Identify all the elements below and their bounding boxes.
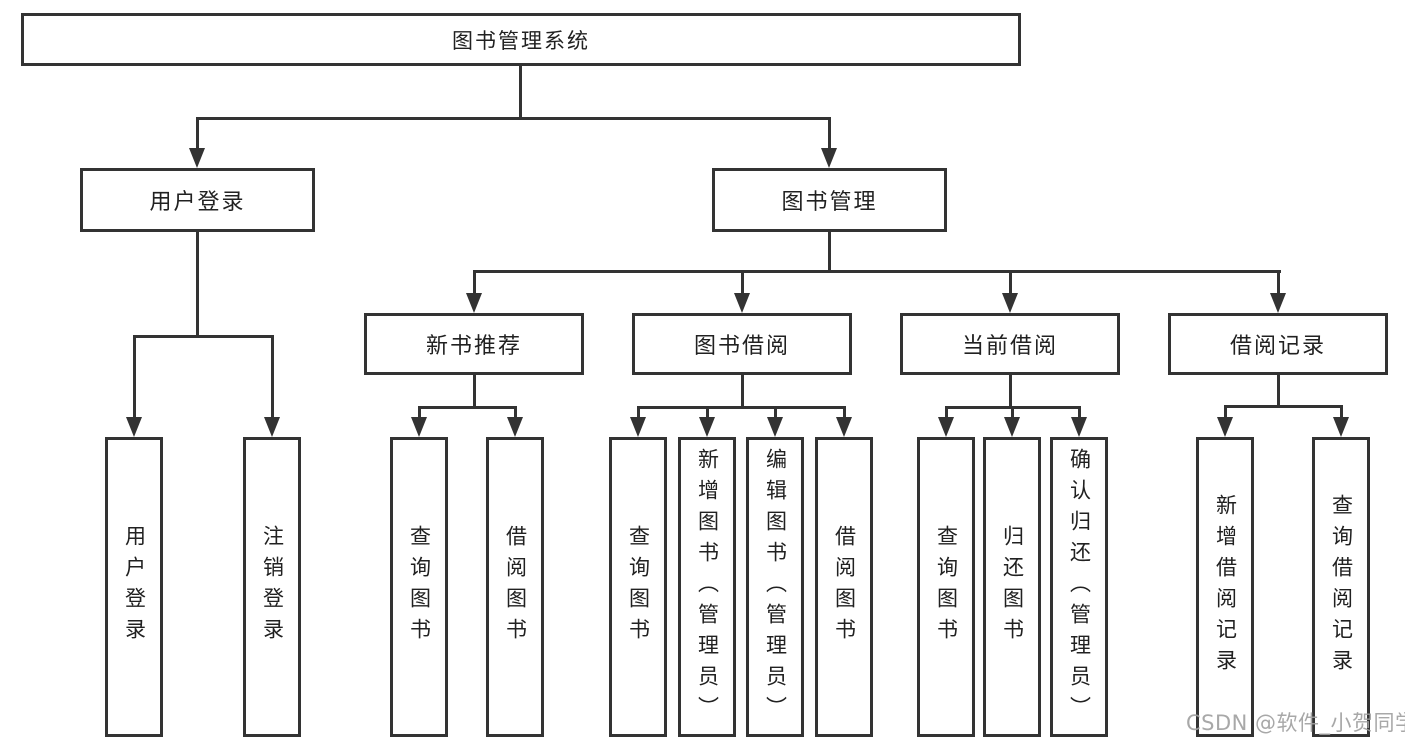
arrow-down-icon xyxy=(264,417,280,437)
connector-currentborrow-trunk xyxy=(1009,375,1012,409)
node-current-borrow: 当前借阅 xyxy=(900,313,1120,375)
leaf-user-login: 用户登录 xyxy=(105,437,163,737)
connector-newbook-rail xyxy=(418,406,517,409)
arrow-down-icon xyxy=(507,417,523,437)
leaf-return-books: 归还图书 xyxy=(983,437,1041,737)
node-label: 图书管理系统 xyxy=(452,28,590,53)
node-new-book-recommend: 新书推荐 xyxy=(364,313,584,375)
connector-drop xyxy=(706,406,709,422)
leaf-query-borrow-record: 查询借阅记录 xyxy=(1312,437,1370,737)
leaf-add-books-admin: 新增图书（管理员） xyxy=(678,437,736,737)
connector-drop xyxy=(133,335,136,422)
connector-drop xyxy=(774,406,777,422)
connector-drop xyxy=(1009,270,1012,298)
connector-drop xyxy=(945,406,948,422)
csdn-watermark: CSDN @软件_小贺同学 xyxy=(1186,711,1405,735)
arrow-down-icon xyxy=(1333,417,1349,437)
arrow-down-icon xyxy=(734,293,750,313)
node-user-login: 用户登录 xyxy=(80,168,315,232)
node-label: 用户登录 xyxy=(149,190,246,215)
leaf-query-books: 查询图书 xyxy=(609,437,667,737)
node-book-borrow: 图书借阅 xyxy=(632,313,852,375)
arrow-down-icon xyxy=(1071,417,1087,437)
connector-level2-rail xyxy=(196,117,831,120)
connector-root-trunk xyxy=(519,64,522,118)
connector-bookborrow-rail xyxy=(637,406,846,409)
connector-bookmgmt-trunk xyxy=(828,232,831,273)
leaf-logout: 注销登录 xyxy=(243,437,301,737)
arrow-down-icon xyxy=(938,417,954,437)
connector-userlogin-rail xyxy=(133,335,274,338)
arrow-down-icon xyxy=(1270,293,1286,313)
connector-drop xyxy=(271,335,274,422)
connector-drop xyxy=(843,406,846,422)
leaf-add-borrow-record: 新增借阅记录 xyxy=(1196,437,1254,737)
connector-drop xyxy=(473,270,476,298)
connector-drop xyxy=(1224,405,1227,422)
leaf-query-books: 查询图书 xyxy=(917,437,975,737)
connector-drop xyxy=(741,270,744,298)
connector-drop xyxy=(1011,406,1014,422)
node-label: 图书借阅 xyxy=(693,334,790,359)
connector-userlogin-trunk xyxy=(196,232,199,337)
leaf-query-books: 查询图书 xyxy=(390,437,448,737)
arrow-down-icon xyxy=(1002,293,1018,313)
node-book-management: 图书管理 xyxy=(712,168,947,232)
connector-level3-rail xyxy=(473,270,1281,273)
arrow-down-icon xyxy=(630,417,646,437)
connector-newbook-trunk xyxy=(473,375,476,409)
arrow-down-icon xyxy=(836,417,852,437)
connector-records-trunk xyxy=(1277,375,1280,408)
arrow-down-icon xyxy=(699,417,715,437)
node-root-system: 图书管理系统 xyxy=(21,13,1021,66)
connector-drop xyxy=(514,406,517,422)
arrow-down-icon xyxy=(411,417,427,437)
arrow-down-icon xyxy=(767,417,783,437)
connector-records-rail xyxy=(1224,405,1343,408)
connector-drop xyxy=(1340,405,1343,422)
node-label: 当前借阅 xyxy=(961,334,1058,359)
connector-drop xyxy=(196,117,199,153)
leaf-borrow-books: 借阅图书 xyxy=(486,437,544,737)
connector-drop xyxy=(637,406,640,422)
arrow-down-icon xyxy=(466,293,482,313)
arrow-down-icon xyxy=(126,417,142,437)
connector-drop xyxy=(1078,406,1081,422)
connector-drop xyxy=(418,406,421,422)
arrow-down-icon xyxy=(1004,417,1020,437)
connector-drop xyxy=(1277,270,1280,298)
node-label: 新书推荐 xyxy=(425,334,522,359)
arrow-down-icon xyxy=(189,148,205,168)
arrow-down-icon xyxy=(1217,417,1233,437)
arrow-down-icon xyxy=(821,148,837,168)
node-label: 借阅记录 xyxy=(1229,334,1326,359)
leaf-edit-books-admin: 编辑图书（管理员） xyxy=(746,437,804,737)
leaf-confirm-return-admin: 确认归还（管理员） xyxy=(1050,437,1108,737)
connector-drop xyxy=(828,117,831,153)
node-label: 图书管理 xyxy=(781,190,878,215)
connector-bookborrow-trunk xyxy=(741,375,744,409)
node-borrow-records: 借阅记录 xyxy=(1168,313,1388,375)
leaf-borrow-books: 借阅图书 xyxy=(815,437,873,737)
